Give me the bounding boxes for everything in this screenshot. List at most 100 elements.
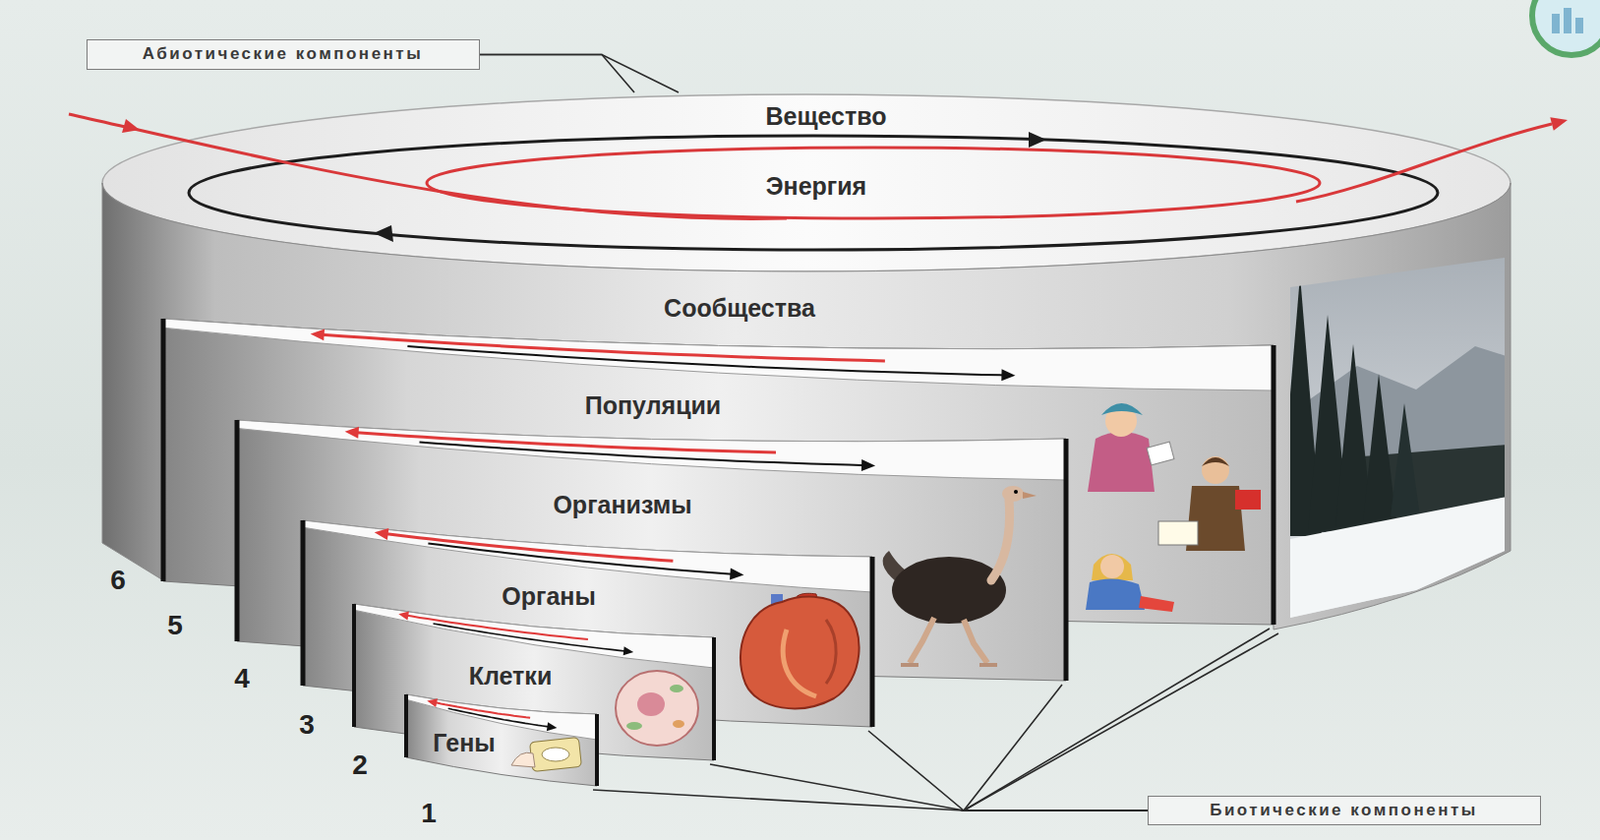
callout-number: 5 (167, 609, 183, 642)
flow-arrow-red (404, 614, 589, 640)
people-picture-part (1138, 595, 1175, 612)
cell-picture-part (637, 692, 665, 716)
component-label: Абиотические компоненты (142, 44, 423, 64)
band-edge (161, 318, 167, 582)
cell-picture-part (672, 719, 685, 728)
level-label: Сообщества (663, 294, 816, 323)
component-label-holder: Абиотические компоненты (142, 44, 423, 64)
callout-number: 2 (352, 749, 368, 781)
leader-connector (479, 55, 679, 94)
level-label-holder: Гены (432, 728, 495, 758)
flow-arrow-black (407, 346, 1008, 376)
callout-number-holder: 2 (352, 749, 368, 781)
forest-picture (1278, 253, 1509, 622)
band-edge (870, 556, 876, 727)
forest-picture-part (1390, 403, 1421, 517)
flow-arrow-red-head (345, 426, 359, 439)
band-edge (1271, 345, 1277, 625)
disc-top (102, 94, 1511, 272)
level-label: Гены (432, 728, 495, 758)
cell-picture-part (615, 670, 699, 746)
band-edge (404, 694, 409, 758)
ostrich-picture-part (1002, 485, 1024, 502)
band-edge (352, 603, 356, 727)
logo-globe-part (1575, 17, 1584, 34)
matter-cycle-part (1028, 131, 1047, 148)
flow-arrow-black (427, 542, 736, 575)
flow-arrow-red-head (374, 528, 390, 540)
matter-cycle-part (188, 135, 1438, 250)
people-picture-part (1235, 489, 1261, 510)
component-box: Биотические компоненты (1147, 795, 1541, 826)
matter-cycle (188, 131, 1438, 250)
people-picture-part (1091, 553, 1133, 581)
band-rim (354, 603, 714, 668)
level-label: Органы (501, 582, 595, 611)
people-picture-part (1201, 457, 1230, 467)
level-label: Вещество (765, 102, 887, 131)
callout-number: 3 (298, 709, 315, 741)
people-picture (1085, 403, 1261, 612)
gene-picture (511, 736, 582, 771)
leader-connector (479, 55, 635, 94)
people-picture-part (1201, 456, 1230, 484)
people-picture-part (1085, 578, 1145, 610)
logo-globe-part (1551, 13, 1560, 34)
flow-arrow-red (353, 432, 776, 453)
heart-picture-part (782, 629, 817, 697)
cell-picture-part (669, 684, 684, 693)
people-picture-part (1100, 554, 1125, 579)
level-label-holder: Сообщества (663, 294, 816, 323)
leader-connector (592, 789, 1148, 811)
band-rim (237, 419, 1067, 480)
callout-number: 4 (234, 662, 250, 695)
callout-number: 6 (110, 564, 126, 596)
flow-arrow-red (318, 334, 886, 361)
ostrich-picture-part (900, 662, 998, 667)
flow-arrow-black-head (623, 646, 634, 655)
band-edge (1064, 438, 1069, 681)
band-edge (235, 419, 240, 642)
forest-picture-part (1362, 373, 1397, 522)
flow-arrow-black-head (546, 721, 558, 731)
band-rim (302, 520, 873, 593)
ostrich-picture-part (991, 499, 1010, 581)
flow-arrow-red-head (426, 698, 438, 708)
band-edge (711, 637, 716, 761)
band-edge (594, 713, 599, 786)
cell-picture (615, 670, 699, 746)
ostrich-picture-part (909, 617, 935, 663)
ostrich-picture-part (1022, 491, 1037, 499)
callout-number-holder: 1 (420, 797, 437, 830)
flow-arrow-red (382, 533, 673, 561)
component-label-holder: Биотические компоненты (1209, 800, 1479, 821)
flow-arrow-black (419, 441, 868, 466)
cell-picture-part (626, 721, 643, 730)
leader-connector (710, 764, 1148, 811)
flow-arrow-black-head (729, 568, 744, 581)
level-label-holder: Энергия (766, 172, 867, 201)
flow-arrow-black (448, 708, 552, 727)
energy-flow-part (1549, 117, 1568, 131)
level-label: Клетки (469, 661, 553, 691)
logo-globe-part (1563, 7, 1572, 34)
ostrich-picture (883, 485, 1037, 665)
component-label: Биотические компоненты (1209, 800, 1479, 821)
level-label-holder: Организмы (552, 490, 692, 520)
ostrich-picture-part (891, 556, 1007, 624)
gene-picture-part (511, 752, 535, 768)
logo-globe (1532, 0, 1600, 56)
ostrich-picture-part (1013, 489, 1018, 494)
people-picture-part (1146, 441, 1175, 466)
level-label-holder: Клетки (469, 661, 553, 691)
energy-flow (68, 114, 1568, 219)
logo-globe-part (1532, 0, 1600, 56)
heart-picture-part (740, 596, 860, 710)
matter-cycle-part (373, 225, 394, 242)
band-face (406, 694, 597, 786)
heart-picture-part (826, 619, 836, 684)
level-label: Организмы (552, 490, 692, 520)
leader-connector (868, 730, 1148, 811)
flow-arrow-black-head (861, 459, 876, 472)
